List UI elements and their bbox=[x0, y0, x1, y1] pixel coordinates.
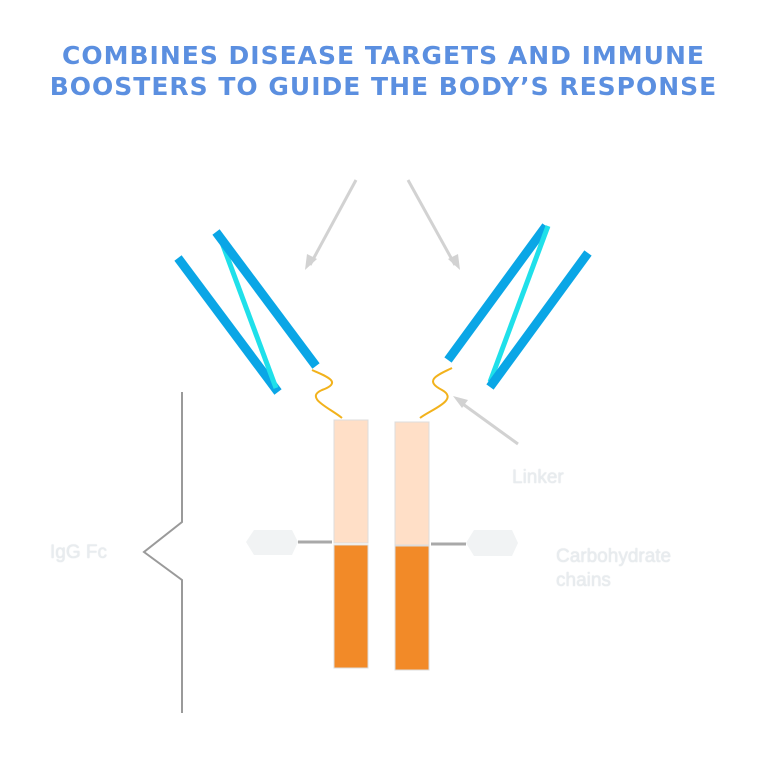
left-target-arrowhead bbox=[305, 254, 317, 270]
fc-label: IgG Fc bbox=[50, 542, 108, 563]
left-scfv-arm bbox=[174, 229, 320, 395]
right-target-arrowhead bbox=[448, 254, 460, 270]
left-hinge-ch2 bbox=[333, 419, 369, 544]
right-hinge-ch2 bbox=[394, 421, 430, 546]
right-linker bbox=[419, 367, 453, 419]
left-scfv-light-bar bbox=[215, 231, 279, 389]
linker-label: Linker bbox=[512, 467, 564, 488]
right-scfv-outer-bar bbox=[486, 250, 592, 390]
carbohydrate-label-line-1: Carbohydrate bbox=[556, 546, 672, 567]
linker-arrow bbox=[459, 400, 519, 446]
right-glycan bbox=[466, 530, 518, 556]
left-scfv-inner-bar bbox=[212, 229, 320, 369]
right-ch3 bbox=[394, 545, 430, 671]
right-scfv-inner-bar bbox=[444, 223, 550, 363]
left-glycan bbox=[246, 530, 298, 555]
carbohydrate-label-line-2: chains bbox=[556, 570, 611, 591]
fc-right-chain bbox=[394, 421, 430, 671]
right-target-arrow bbox=[406, 179, 457, 266]
fc-bracket bbox=[142, 392, 183, 713]
right-scfv-light-bar bbox=[487, 225, 551, 383]
top-arrows bbox=[305, 179, 460, 270]
carbohydrate-label: Carbohydrate chains bbox=[556, 545, 671, 593]
fc-left-chain bbox=[333, 419, 369, 669]
left-scfv-outer-bar bbox=[174, 255, 282, 395]
carbohydrate-chains bbox=[246, 530, 518, 556]
left-linker bbox=[311, 369, 343, 419]
left-target-arrow bbox=[308, 179, 358, 266]
right-scfv-arm bbox=[444, 223, 592, 390]
diagram-title: COMBINES DISEASE TARGETS AND IMMUNE BOOS… bbox=[0, 40, 767, 102]
linker-arrowhead bbox=[453, 396, 468, 408]
title-line-1: COMBINES DISEASE TARGETS AND IMMUNE bbox=[62, 41, 705, 70]
title-line-2: BOOSTERS TO GUIDE THE BODY’S RESPONSE bbox=[49, 72, 718, 101]
left-ch3 bbox=[333, 544, 369, 669]
